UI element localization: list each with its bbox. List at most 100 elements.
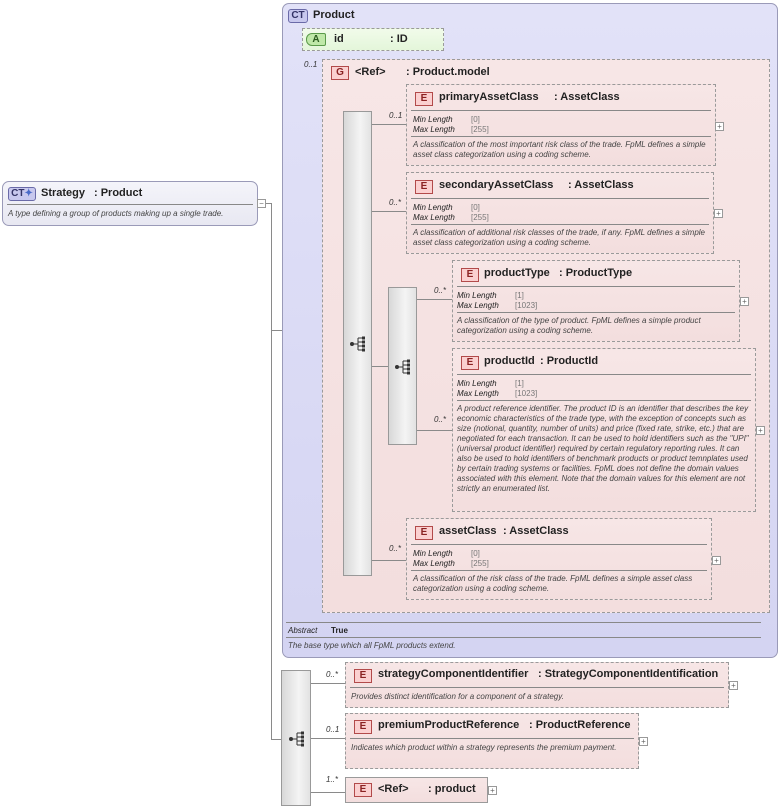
connector xyxy=(311,738,345,739)
element-product-ref[interactable]: E <Ref> : product xyxy=(345,777,488,803)
connector xyxy=(311,683,345,684)
element-type: : AssetClass xyxy=(568,179,634,191)
connector xyxy=(372,124,406,125)
element-icon: E xyxy=(461,268,479,282)
element-type: : ProductId xyxy=(540,355,599,367)
divider xyxy=(457,374,751,375)
cardinality: 0..* xyxy=(389,544,402,553)
connector xyxy=(271,330,282,331)
connector xyxy=(271,203,272,740)
facet-value: [255] xyxy=(471,125,489,134)
element-assetClass[interactable]: E assetClass : AssetClass Min Length [0]… xyxy=(406,518,712,600)
divider xyxy=(411,570,707,571)
element-doc: A classification of additional risk clas… xyxy=(413,228,705,247)
element-type: : AssetClass xyxy=(554,91,620,103)
expand-button[interactable]: + xyxy=(714,209,723,218)
cardinality: 0..* xyxy=(434,415,447,424)
complex-type-icon: CT✦ xyxy=(8,187,36,201)
element-icon: E xyxy=(461,356,479,370)
collapse-toggle[interactable]: − xyxy=(257,199,266,208)
facet-label: Max Length xyxy=(457,301,499,310)
attribute-id-box[interactable]: A id : ID xyxy=(302,28,444,51)
element-name: productId xyxy=(484,355,535,367)
expand-button[interactable]: + xyxy=(756,426,765,435)
group-name: <Ref> xyxy=(355,66,386,78)
element-strategyComponentIdentifier[interactable]: E strategyComponentIdentifier : Strategy… xyxy=(345,662,729,708)
facet-label: Min Length xyxy=(413,549,453,558)
divider xyxy=(7,204,253,205)
divider xyxy=(457,312,735,313)
element-primaryAssetClass[interactable]: E primaryAssetClass : AssetClass Min Len… xyxy=(406,84,716,166)
facet-label: Min Length xyxy=(457,291,497,300)
complex-type-icon: CT xyxy=(288,9,308,23)
strategy-type-box[interactable]: CT✦ Strategy : Product A type defining a… xyxy=(2,181,258,226)
divider xyxy=(411,110,711,111)
connector xyxy=(372,211,406,212)
abstract-label: Abstract xyxy=(288,626,318,635)
facet-value: [0] xyxy=(471,549,480,558)
element-name: primaryAssetClass xyxy=(439,91,539,103)
element-type: : ProductType xyxy=(559,267,633,279)
element-type: : AssetClass xyxy=(503,525,569,537)
cardinality: 0..* xyxy=(389,198,402,207)
connector xyxy=(417,299,452,300)
group-icon: G xyxy=(331,66,349,80)
element-name: assetClass xyxy=(439,525,497,537)
element-doc: Provides distinct identification for a c… xyxy=(351,692,564,701)
divider xyxy=(457,286,735,287)
connector xyxy=(271,739,281,740)
strategy-doc: A type defining a group of products maki… xyxy=(8,209,224,218)
sequence-icon xyxy=(350,336,365,352)
attribute-icon: A xyxy=(306,33,326,46)
facet-label: Min Length xyxy=(457,379,497,388)
element-productType[interactable]: E productType : ProductType Min Length [… xyxy=(452,260,740,342)
product-doc: The base type which all FpML products ex… xyxy=(288,641,456,650)
sequence-icon xyxy=(289,731,304,747)
connector xyxy=(311,792,345,793)
facet-label: Max Length xyxy=(413,559,455,568)
element-icon: E xyxy=(415,92,433,106)
expand-button[interactable]: + xyxy=(715,122,724,131)
element-icon: E xyxy=(354,669,372,683)
expand-button[interactable]: + xyxy=(488,786,497,795)
expand-button[interactable]: + xyxy=(712,556,721,565)
expand-button[interactable]: + xyxy=(729,681,738,690)
divider xyxy=(411,224,709,225)
element-name: <Ref> xyxy=(378,783,409,795)
element-icon: E xyxy=(415,180,433,194)
connector xyxy=(372,560,406,561)
divider xyxy=(457,400,751,401)
element-premiumProductReference[interactable]: E premiumProductReference : ProductRefer… xyxy=(345,713,639,769)
facet-value: [255] xyxy=(471,559,489,568)
divider xyxy=(350,738,634,739)
facet-value: [0] xyxy=(471,115,480,124)
divider xyxy=(286,637,761,638)
element-productId[interactable]: E productId : ProductId Min Length [1] M… xyxy=(452,348,756,512)
facet-label: Max Length xyxy=(413,213,455,222)
connector xyxy=(417,430,452,431)
element-icon: E xyxy=(354,720,372,734)
divider xyxy=(411,544,707,545)
sequence-compositor[interactable] xyxy=(343,111,372,576)
product-name: Product xyxy=(313,9,355,21)
facet-value: [1] xyxy=(515,379,524,388)
strategy-name: Strategy xyxy=(41,187,86,199)
element-secondaryAssetClass[interactable]: E secondaryAssetClass : AssetClass Min L… xyxy=(406,172,714,254)
element-doc: Indicates which product within a strateg… xyxy=(351,743,617,752)
element-icon: E xyxy=(415,526,433,540)
sequence-compositor[interactable] xyxy=(281,670,311,806)
facet-label: Max Length xyxy=(457,389,499,398)
facet-value: [1] xyxy=(515,291,524,300)
attribute-type: : ID xyxy=(390,33,408,45)
expand-button[interactable]: + xyxy=(639,737,648,746)
element-name: premiumProductReference xyxy=(378,719,520,731)
facet-value: [255] xyxy=(471,213,489,222)
divider xyxy=(286,622,761,623)
element-type: : product xyxy=(428,783,476,795)
attribute-name: id xyxy=(334,33,344,45)
sequence-compositor[interactable] xyxy=(388,287,417,445)
expand-button[interactable]: + xyxy=(740,297,749,306)
cardinality: 0..* xyxy=(326,670,339,679)
element-icon: E xyxy=(354,783,372,797)
divider xyxy=(411,198,709,199)
